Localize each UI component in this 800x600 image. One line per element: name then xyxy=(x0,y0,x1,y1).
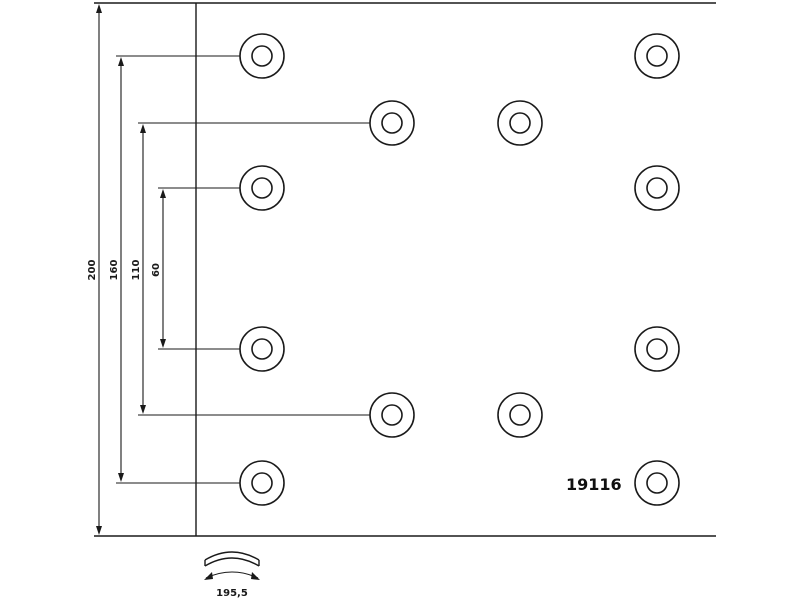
dimension-overall-height: 200 xyxy=(87,4,102,535)
rivet-hole xyxy=(239,460,285,506)
rivet-hole xyxy=(497,392,543,438)
rivet-hole xyxy=(369,392,415,438)
curvature-arc-icon xyxy=(204,551,260,580)
rivet-hole xyxy=(369,100,415,146)
dimension-label-middle-span: 110 xyxy=(131,260,142,281)
rivet-hole xyxy=(634,460,680,506)
part-number: 19116 xyxy=(566,475,622,494)
rivet-hole xyxy=(239,165,285,211)
rivet-hole xyxy=(239,326,285,372)
dimension-label-inner-span: 60 xyxy=(151,263,162,277)
rivet-hole xyxy=(634,33,680,79)
rivet-hole xyxy=(634,165,680,211)
rivet-hole xyxy=(634,326,680,372)
plate-outline xyxy=(94,2,716,537)
rivet-holes xyxy=(239,33,680,506)
dimension-label-overall-height: 200 xyxy=(87,260,98,281)
dimension-label-outer-span: 160 xyxy=(109,260,120,281)
rivet-hole xyxy=(239,33,285,79)
extension-lines xyxy=(116,55,370,484)
rivet-hole xyxy=(497,100,543,146)
dimension-middle-span: 110 xyxy=(131,124,146,414)
dimension-outer-span: 160 xyxy=(109,57,124,482)
dimension-inner-span: 60 xyxy=(151,189,166,348)
curvature-radius-label: 195,5 xyxy=(216,588,248,599)
